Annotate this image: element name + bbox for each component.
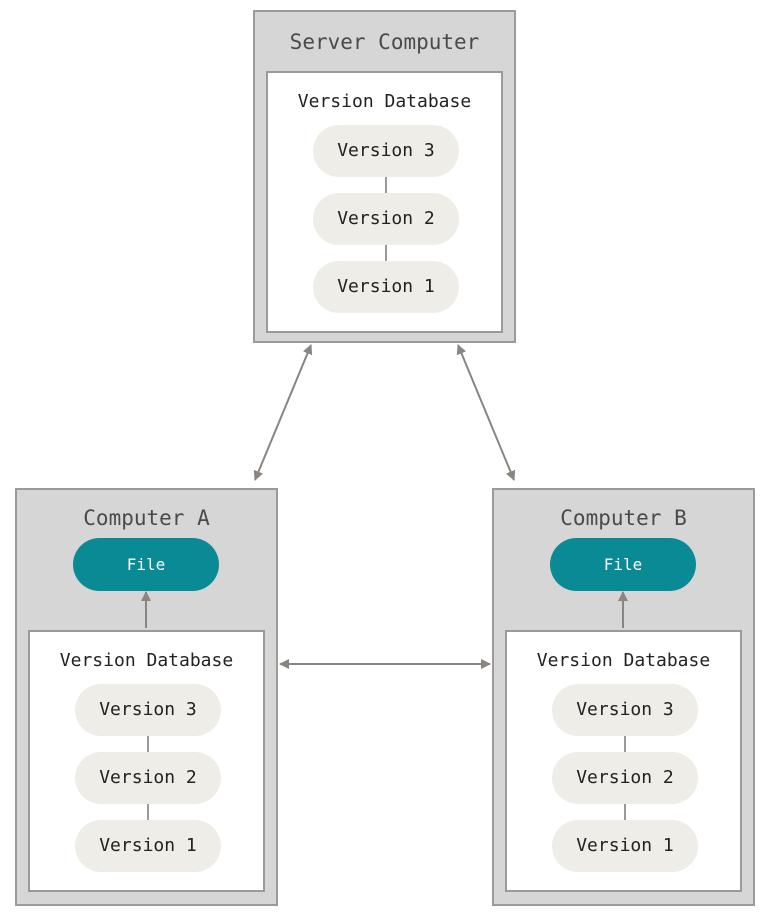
server-version-database: Version Database Version 3 Version 2 Ver… — [266, 71, 503, 333]
computer-a-version-database: Version Database Version 3 Version 2 Ver… — [28, 630, 265, 892]
version-2: Version 2 — [75, 752, 221, 804]
arrow-server-computer-a — [253, 344, 313, 481]
version-1: Version 1 — [552, 820, 698, 872]
file-pill: File — [550, 538, 696, 591]
version-connector — [385, 243, 387, 263]
version-connector — [624, 734, 626, 754]
computer-a-db-title: Version Database — [59, 650, 234, 671]
version-3: Version 3 — [552, 684, 698, 736]
server-computer: Server Computer Version Database Version… — [253, 10, 516, 343]
server-computer-title: Server Computer — [289, 30, 480, 54]
file-pill: File — [73, 538, 219, 591]
computer-b-version-database: Version Database Version 3 Version 2 Ver… — [505, 630, 742, 892]
server-db-title: Version Database — [297, 91, 472, 112]
computer-a: Computer A File Version Database Version… — [15, 488, 278, 906]
computer-b-db-title: Version Database — [536, 650, 711, 671]
version-connector — [147, 734, 149, 754]
computer-b-title: Computer B — [560, 506, 687, 530]
version-connector — [624, 802, 626, 822]
computer-b: Computer B File Version Database Version… — [492, 488, 755, 906]
version-1: Version 1 — [313, 261, 459, 313]
arrow-server-computer-b — [456, 344, 516, 481]
version-3: Version 3 — [75, 684, 221, 736]
version-2: Version 2 — [552, 752, 698, 804]
version-3: Version 3 — [313, 125, 459, 177]
version-connector — [385, 175, 387, 195]
version-connector — [147, 802, 149, 822]
version-2: Version 2 — [313, 193, 459, 245]
computer-a-title: Computer A — [83, 506, 210, 530]
version-1: Version 1 — [75, 820, 221, 872]
